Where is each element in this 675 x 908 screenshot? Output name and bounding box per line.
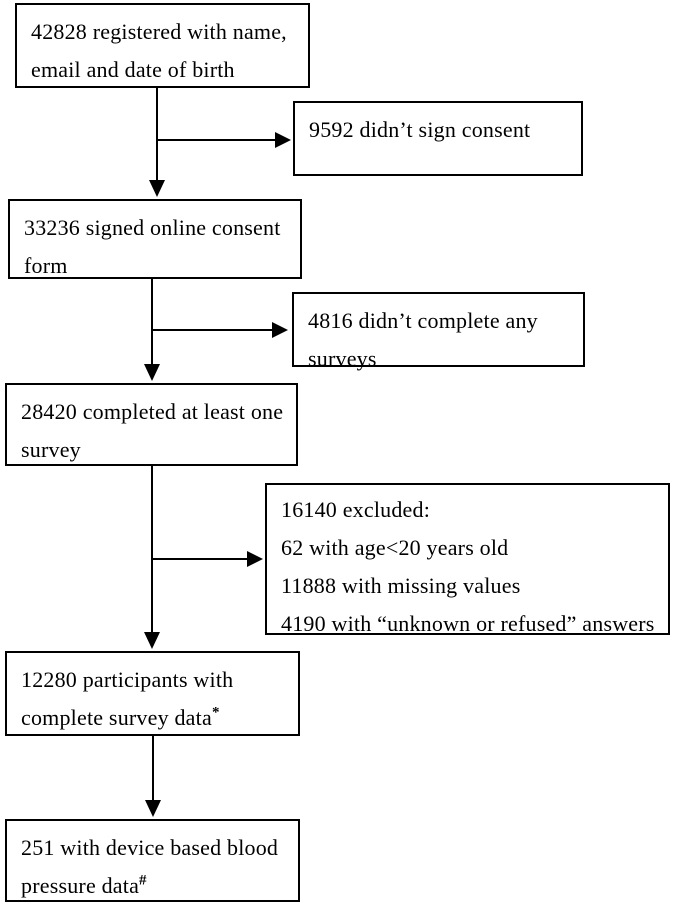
box-text-line: 4190 with “unknown or refused” answers [281,611,655,636]
arrow-registered-to-signed [149,88,165,197]
box-text-line: 4816 didn’t complete any [308,308,538,333]
arrow-completed-to-complete-data [144,466,160,649]
arrow-signed-to-completed [144,279,160,381]
box-text-line: pressure data# [21,867,284,905]
box-signed-online-consent: 33236 signed online consent form [8,199,302,279]
box-registered: 42828 registered with name, email and da… [15,3,310,88]
box-text-line: form [24,253,68,278]
box-text-line: 33236 signed online consent [24,215,281,240]
box-text-line: 12280 participants with [21,667,234,692]
box-text-line: complete survey data* [21,699,284,737]
box-text-line: 28420 completed at least one [21,399,284,424]
box-text-line: 11888 with missing values [281,573,521,598]
box-completed-one-survey: 28420 completed at least one survey [5,383,298,466]
footnote-marker-asterisk: * [211,704,220,721]
arrow-branch-excluded [152,551,263,567]
box-complete-survey-data: 12280 participants with complete survey … [5,651,300,736]
box-text-line: email and date of birth [31,57,235,82]
arrow-complete-data-to-bp [145,736,161,817]
arrow-branch-no-surveys [152,322,288,338]
box-text-line: 16140 excluded: [281,497,431,522]
box-didnt-complete-surveys: 4816 didn’t complete any surveys [292,292,585,371]
box-text-line: survey [21,437,81,462]
box-excluded: 16140 excluded: 62 with age<20 years old… [265,483,670,636]
box-didnt-sign-consent: 9592 didn’t sign consent [293,101,583,176]
box-text-line: 9592 didn’t sign consent [309,117,531,142]
footnote-marker-hash: # [139,872,147,889]
box-device-bp-data: 251 with device based blood pressure dat… [5,819,300,902]
box-text-line: 42828 registered with name, [31,19,287,44]
box-text-line: surveys [308,346,377,371]
arrow-branch-no-consent [157,132,291,148]
box-text-segment: complete survey data [21,705,212,730]
box-text-line: 62 with age<20 years old [281,535,509,560]
box-text-segment: pressure data [21,873,140,898]
box-text-line: 251 with device based blood [21,835,279,860]
